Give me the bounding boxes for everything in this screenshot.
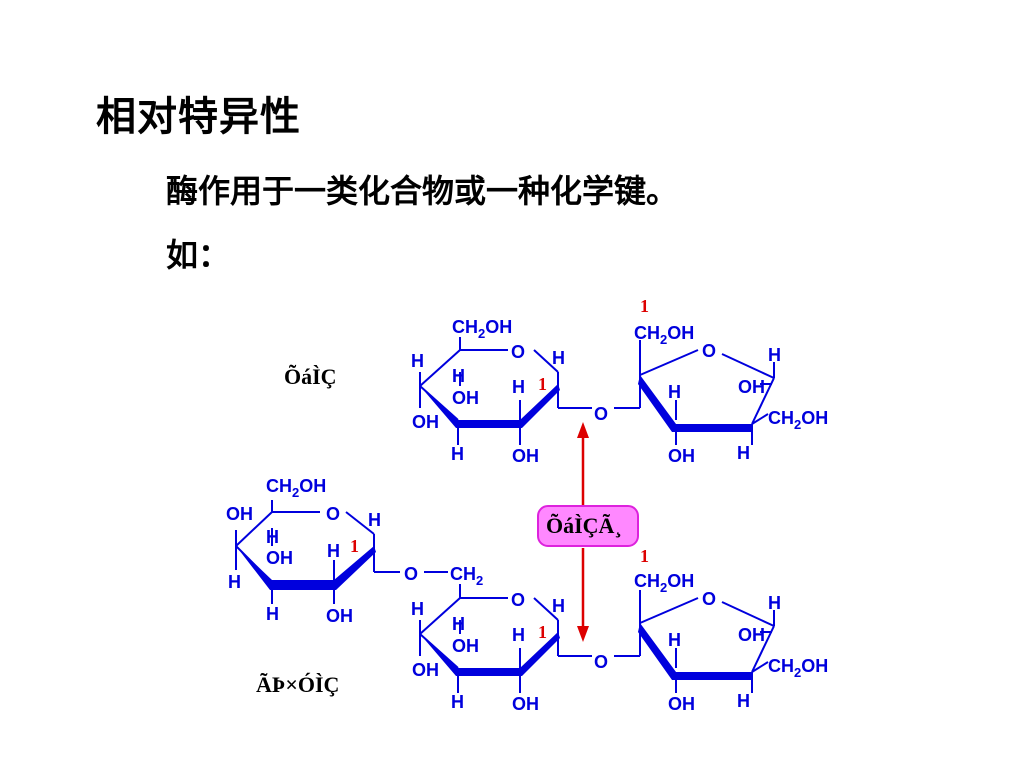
svg-text:O: O <box>404 564 418 584</box>
bottom-molecule-name: ÃÞ×ÓÌÇ <box>256 672 339 697</box>
svg-text:CH2OH: CH2OH <box>266 476 326 500</box>
svg-text:OH: OH <box>512 446 539 466</box>
svg-text:H: H <box>737 443 750 463</box>
svg-text:H: H <box>266 604 279 624</box>
svg-text:H: H <box>327 541 340 561</box>
svg-text:OH: OH <box>738 625 765 645</box>
svg-text:O: O <box>702 341 716 361</box>
slide-title: 相对特异性 <box>96 94 301 140</box>
svg-text:OH: OH <box>452 636 479 656</box>
svg-text:H: H <box>451 692 464 712</box>
svg-text:H: H <box>368 510 381 530</box>
svg-text:H: H <box>512 625 525 645</box>
enzyme-label: ÕáÌÇÃ¸ <box>546 513 622 538</box>
enzyme-arrows <box>577 422 589 642</box>
svg-text:H: H <box>452 366 465 386</box>
top-fructose-c2-label: 1 <box>640 296 649 316</box>
svg-text:H: H <box>266 527 279 547</box>
svg-text:1: 1 <box>538 622 547 642</box>
svg-text:H: H <box>512 377 525 397</box>
enzyme-badge <box>537 505 639 547</box>
svg-text:H: H <box>768 345 781 365</box>
svg-text:CH2: CH2 <box>450 564 483 588</box>
top-fructose-bold-edge <box>638 375 752 432</box>
svg-text:CH2OH: CH2OH <box>768 408 828 432</box>
example-label: 如： <box>166 236 231 274</box>
svg-text:OH: OH <box>512 694 539 714</box>
top-molecule-name: ÕáÌÇ <box>284 364 337 389</box>
svg-text:H: H <box>452 614 465 634</box>
svg-text:OH: OH <box>452 388 479 408</box>
top-glucose-bold-edge <box>420 384 560 428</box>
svg-text:OH: OH <box>412 660 439 680</box>
svg-text:OH: OH <box>668 446 695 466</box>
svg-text:H: H <box>737 691 750 711</box>
svg-text:O: O <box>702 589 716 609</box>
top-molecule: CH2OH O H H H OH H OH H OH O 1 CH2OH 1 O… <box>411 296 828 466</box>
svg-text:CH2OH: CH2OH <box>634 323 694 347</box>
svg-text:1: 1 <box>350 536 359 556</box>
svg-text:H: H <box>768 593 781 613</box>
svg-text:CH2OH: CH2OH <box>768 656 828 680</box>
svg-text:H: H <box>668 630 681 650</box>
svg-text:OH: OH <box>412 412 439 432</box>
svg-text:H: H <box>411 351 424 371</box>
svg-text:O: O <box>511 590 525 610</box>
svg-text:O: O <box>511 342 525 362</box>
bottom-fructose-ring: 1 CH2OH O H OH H CH2OH OH H <box>634 546 828 714</box>
svg-text:H: H <box>451 444 464 464</box>
svg-text:H: H <box>552 596 565 616</box>
svg-text:OH: OH <box>326 606 353 626</box>
svg-text:H: H <box>411 599 424 619</box>
svg-text:O: O <box>594 652 608 672</box>
svg-text:OH: OH <box>738 377 765 397</box>
svg-text:H: H <box>668 382 681 402</box>
top-fructose-ring <box>639 340 775 445</box>
description-text: 酶作用于一类化合物或一种化学键。 <box>166 172 679 210</box>
bottom-glucose-ring: O H H H OH H OH H OH 1 O <box>411 584 640 714</box>
top-glucose-c1-label: 1 <box>538 374 547 394</box>
svg-text:1: 1 <box>640 546 649 566</box>
svg-text:H: H <box>552 348 565 368</box>
svg-text:OH: OH <box>668 694 695 714</box>
svg-text:O: O <box>326 504 340 524</box>
svg-text:O: O <box>594 404 608 424</box>
svg-text:OH: OH <box>266 548 293 568</box>
bottom-galactose-ring: CH2OH O H OH H OH H H H OH 1 O CH2 <box>226 476 483 626</box>
svg-text:CH2OH: CH2OH <box>452 317 512 341</box>
svg-text:OH: OH <box>226 504 253 524</box>
svg-text:H: H <box>228 572 241 592</box>
svg-text:CH2OH: CH2OH <box>634 571 694 595</box>
